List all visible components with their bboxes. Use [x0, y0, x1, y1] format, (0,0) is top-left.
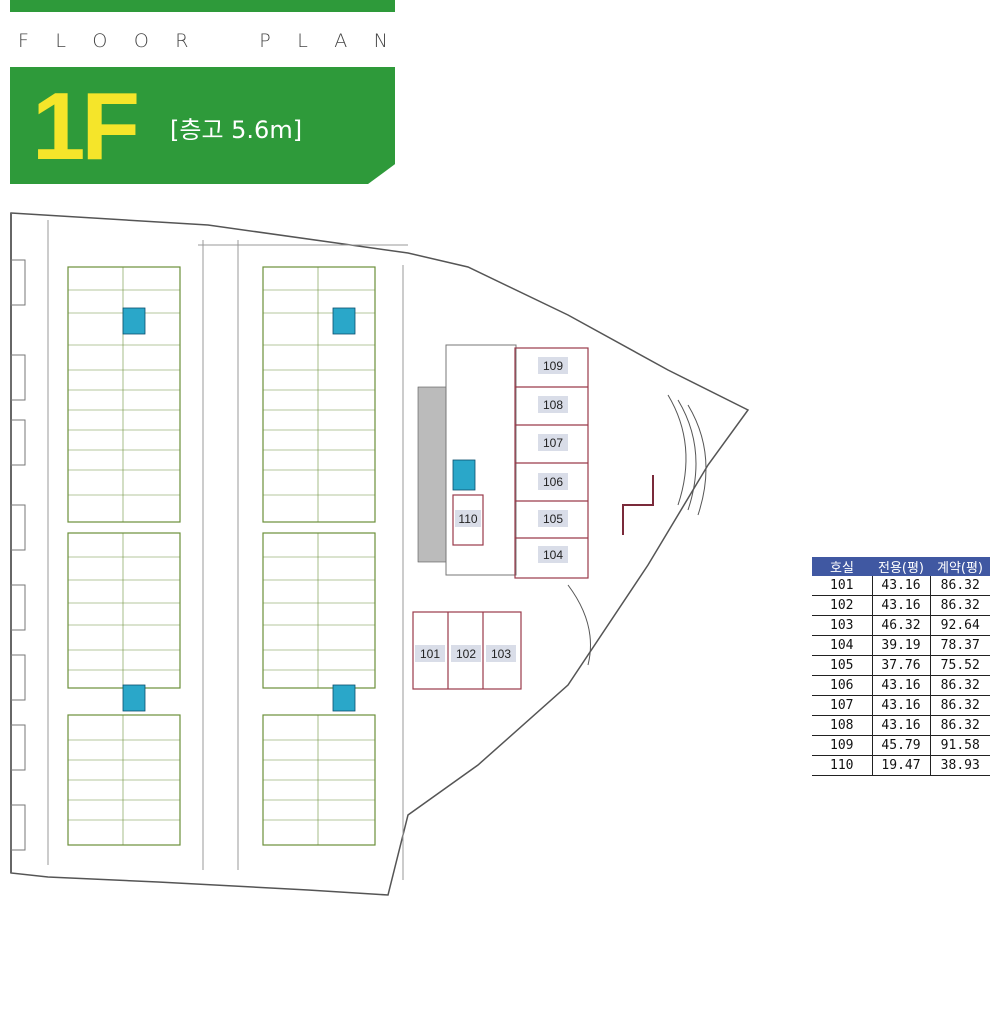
- east-units: [412, 347, 589, 690]
- subtitle-letter: R: [175, 30, 189, 52]
- unit-106-label: 106: [543, 475, 563, 489]
- table-cell: 86.32: [929, 715, 990, 736]
- table-cell: 109: [812, 735, 872, 756]
- table-cell: 92.64: [929, 615, 990, 636]
- table-cell: 43.16: [871, 695, 930, 716]
- table-cell: 107: [812, 695, 872, 716]
- unit-109-label: 109: [543, 359, 563, 373]
- floor-banner: [10, 67, 395, 184]
- table-cell: 46.32: [871, 615, 930, 636]
- table-cell: 43.16: [871, 595, 930, 616]
- table-cell: 45.79: [871, 735, 930, 756]
- ceiling-height: [층고 5.6m]: [170, 116, 303, 144]
- unit-108-label: 108: [543, 398, 563, 412]
- subtitle-letter: N: [373, 30, 388, 52]
- table-cell: 106: [812, 675, 872, 696]
- table-cell: 104: [812, 635, 872, 656]
- subtitle-letter: P: [259, 30, 271, 52]
- column-header-unit: 호실: [812, 557, 872, 576]
- west-bays: [10, 259, 26, 851]
- table-cell: 102: [812, 595, 872, 616]
- unit-107-label: 107: [543, 436, 563, 450]
- column-header-contract: 계약(평): [930, 557, 990, 576]
- shop-rows: [68, 289, 375, 821]
- table-cell: 43.16: [871, 715, 930, 736]
- floor-plan-drawing: 109 108 107 106 105 104 101 102 103 110: [10, 212, 750, 896]
- table-cell: 19.47: [871, 755, 930, 776]
- subtitle-letter: L: [55, 30, 66, 52]
- table-cell: 105: [812, 655, 872, 676]
- table-cell: 39.19: [871, 635, 930, 656]
- corridor-lines: [47, 220, 408, 880]
- unit-102-label: 102: [456, 647, 476, 661]
- elevator-cores: [122, 307, 476, 712]
- unit-101-label: 101: [420, 647, 440, 661]
- unit-105-label: 105: [543, 512, 563, 526]
- unit-104-label: 104: [543, 548, 563, 562]
- east-core: [445, 344, 517, 576]
- table-cell: 43.16: [871, 576, 930, 596]
- table-header-row: 호실 전용(평) 계약(평): [812, 557, 990, 576]
- table-cell: 78.37: [929, 635, 990, 656]
- table-cell: 37.76: [871, 655, 930, 676]
- floor-number: 1F: [32, 73, 140, 180]
- table-cell: 91.58: [929, 735, 990, 756]
- subtitle-gap: [215, 30, 233, 52]
- unit-110-label: 110: [458, 512, 477, 526]
- table-cell: 108: [812, 715, 872, 736]
- shop-blocks: [67, 266, 376, 846]
- table-cell: 43.16: [871, 675, 930, 696]
- building-outline: [10, 212, 750, 896]
- east-partition: [622, 475, 654, 535]
- subtitle-letter: O: [92, 30, 108, 52]
- column-header-exclusive: 전용(평): [872, 557, 930, 576]
- table-cell: 75.52: [929, 655, 990, 676]
- table-cell: 110: [812, 755, 872, 776]
- unit-103-label: 103: [491, 647, 511, 661]
- table-cell: 86.32: [929, 576, 990, 596]
- subtitle-letter: L: [297, 30, 308, 52]
- table-cell: 86.32: [929, 595, 990, 616]
- table-cell: 103: [812, 615, 872, 636]
- subtitle-letter: F: [18, 30, 29, 52]
- unit-labels: 109 108 107 106 105 104 101 102 103 110: [415, 357, 568, 662]
- table-cell: 86.32: [929, 675, 990, 696]
- staircase: [417, 386, 447, 563]
- table-cell: 101: [812, 576, 872, 596]
- table-cell: 86.32: [929, 695, 990, 716]
- table-cell: 38.93: [929, 755, 990, 776]
- top-accent-bar: [10, 0, 395, 12]
- entrance-arcs: [567, 394, 707, 666]
- subtitle-letter: A: [334, 30, 348, 52]
- subtitle-letter: O: [133, 30, 149, 52]
- floor-plan-subtitle: F L O O R P L A N: [18, 30, 388, 52]
